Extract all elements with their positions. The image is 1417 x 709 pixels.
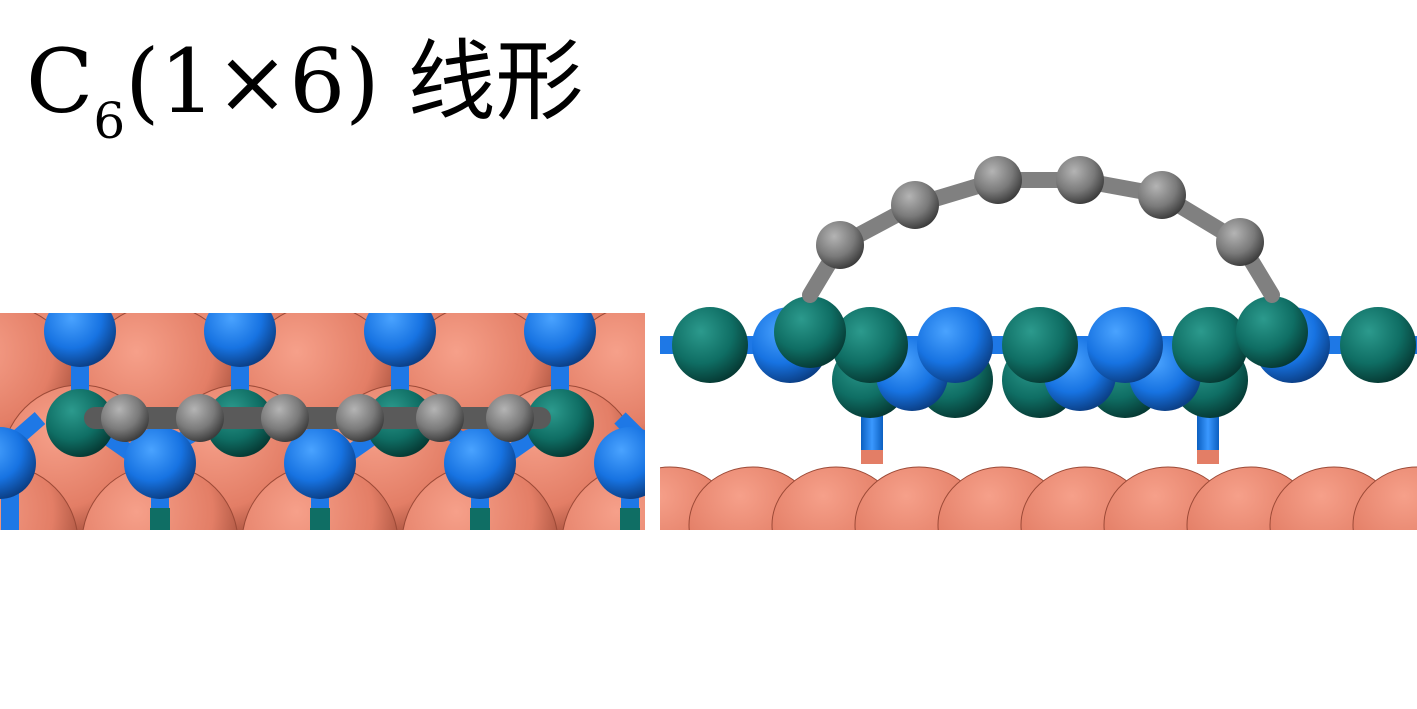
carbon-atom (1138, 171, 1186, 219)
bond (1197, 450, 1219, 464)
blue-atom (524, 313, 596, 367)
carbon-atom (891, 181, 939, 229)
cu-atom (1352, 466, 1417, 530)
title-main: C (26, 30, 94, 133)
figure-title: C6(1×6) 线形 (26, 38, 584, 147)
teal-atom (526, 389, 594, 457)
title-subscript: 6 (93, 92, 126, 150)
carbon-atom (974, 156, 1022, 204)
carbon-atom (1216, 218, 1264, 266)
teal-atom (1172, 307, 1248, 383)
blue-atom (44, 313, 116, 367)
carbon-atom (101, 394, 149, 442)
side-view-structure (660, 156, 1417, 530)
teal-atom (774, 296, 846, 368)
carbon-atom (336, 394, 384, 442)
bond (470, 508, 490, 530)
top-view-panel (0, 313, 645, 530)
blue-atom (364, 313, 436, 367)
blue-atom (444, 427, 516, 499)
side-view-panel (660, 150, 1417, 530)
carbon-atom (416, 394, 464, 442)
bond (620, 508, 640, 530)
carbon-atom (176, 394, 224, 442)
carbon-atom (1056, 156, 1104, 204)
teal-atom (1340, 307, 1416, 383)
title-rest: (1×6) 线形 (125, 30, 584, 133)
teal-atom (46, 389, 114, 457)
carbon-atom (486, 394, 534, 442)
carbon-atom (261, 394, 309, 442)
bond (150, 508, 170, 530)
blue-atom (0, 427, 36, 499)
teal-atom (1002, 307, 1078, 383)
blue-atom (284, 427, 356, 499)
teal-atom (832, 307, 908, 383)
carbon-atom (816, 221, 864, 269)
blue-atom (1087, 307, 1163, 383)
top-view-structure (0, 313, 645, 530)
blue-atom (594, 427, 645, 499)
blue-atom (204, 313, 276, 367)
bond (310, 508, 330, 530)
blue-atom (917, 307, 993, 383)
teal-atom (1236, 296, 1308, 368)
blue-atom (124, 427, 196, 499)
teal-atom (672, 307, 748, 383)
bond (861, 450, 883, 464)
